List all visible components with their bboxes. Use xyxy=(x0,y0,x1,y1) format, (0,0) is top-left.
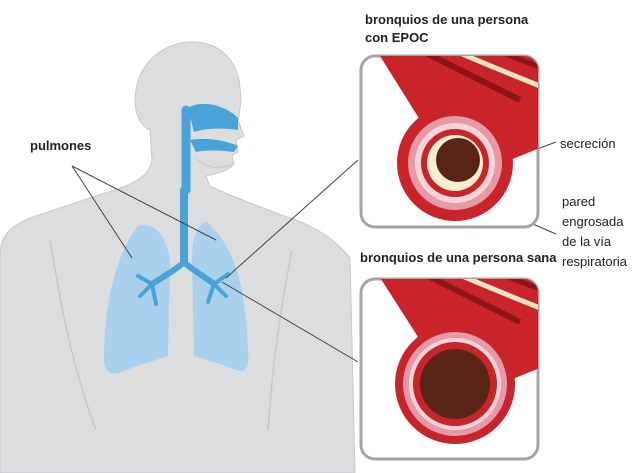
lungs-label: pulmones xyxy=(30,138,91,153)
copd-title-line1: bronquios de una persona xyxy=(365,12,529,27)
copd-title-line2: con EPOC xyxy=(365,30,429,45)
human-torso-figure xyxy=(0,42,355,473)
wall-label-line4: respiratoria xyxy=(562,254,628,269)
wall-label-line1: pared xyxy=(562,194,595,209)
wall-label-line3: de la vía xyxy=(562,234,612,249)
copd-bronchus-panel xyxy=(361,40,560,227)
wall-label-line2: engrosada xyxy=(562,214,624,229)
healthy-title: bronquios de una persona sana xyxy=(360,250,557,265)
healthy-bronchus-panel xyxy=(361,262,560,459)
secretion-label: secreción xyxy=(560,136,616,151)
